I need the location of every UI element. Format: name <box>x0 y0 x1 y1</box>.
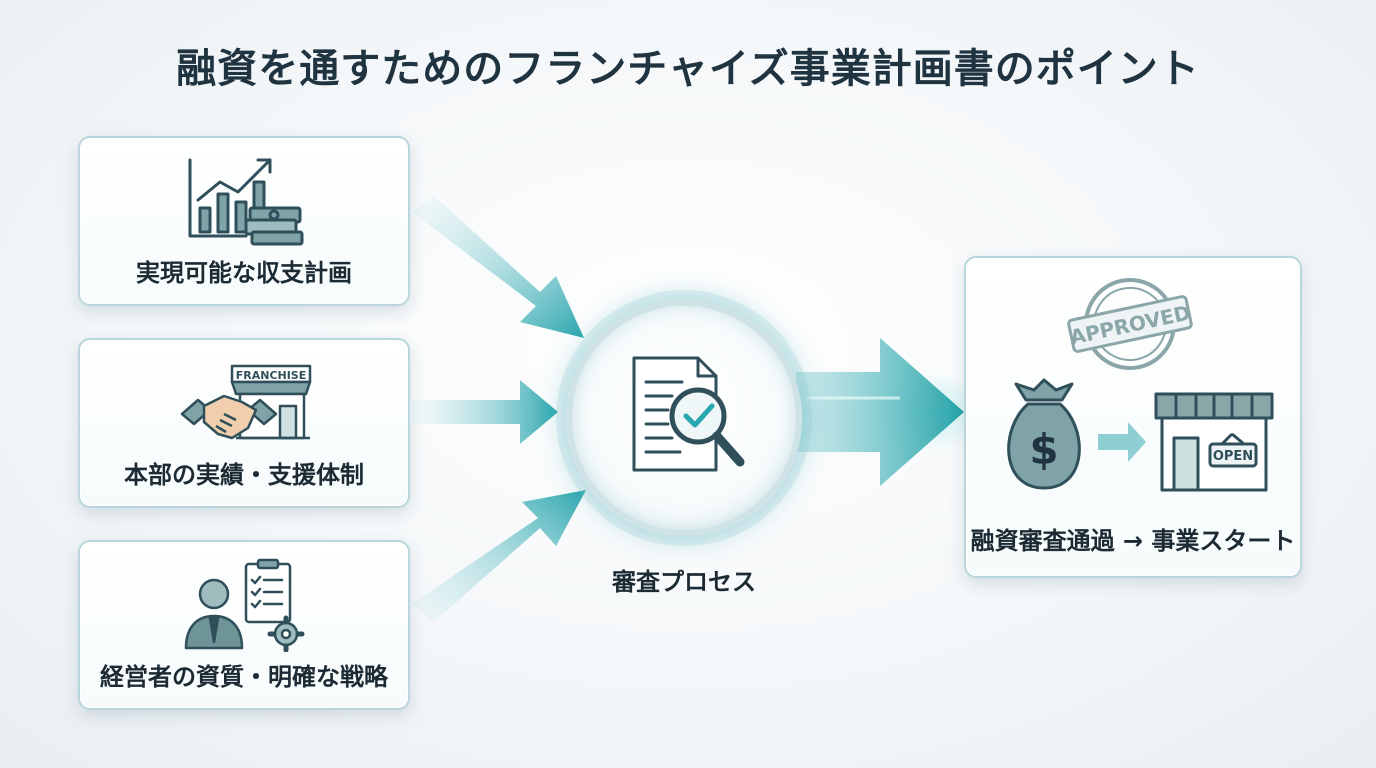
page-title: 融資を通すためのフランチャイズ事業計画書のポイント <box>176 46 1200 92</box>
store-icon: OPEN <box>1154 392 1274 492</box>
businessman-checklist-gear-icon <box>184 558 305 652</box>
review-process-label: 審査プロセス <box>612 568 756 596</box>
open-sign-text: OPEN <box>1213 449 1253 464</box>
card-loan-approved: APPROVED $ OPEN 融資審査通過 → 事業スタート <box>964 256 1302 578</box>
card-label-headquarters-support: 本部の実績・支援体制 <box>124 461 364 489</box>
card-label-financial-plan: 実現可能な収支計画 <box>136 259 352 287</box>
money-bag-icon: $ <box>1007 378 1081 490</box>
arrow-middle <box>412 380 558 444</box>
review-process-circle <box>566 300 802 536</box>
card-management-strategy: 経営者の資質・明確な戦略 <box>78 540 410 710</box>
card-label-loan-approved: 融資審査通過 → 事業スタート <box>970 527 1296 555</box>
card-financial-plan: 実現可能な収支計画 <box>78 136 410 306</box>
arrow-bottom <box>412 490 586 622</box>
approval-illustration: APPROVED $ OPEN <box>1007 278 1274 492</box>
franchise-sign-text: FRANCHISE <box>236 369 307 382</box>
approved-stamp: APPROVED <box>1067 278 1193 370</box>
arrow-right-icon <box>1098 422 1146 462</box>
growth-chart-money-icon <box>188 158 304 246</box>
svg-text:$: $ <box>1029 425 1058 474</box>
arrow-top <box>412 196 584 338</box>
document-magnifier-check-icon <box>632 356 745 472</box>
arrow-to-result <box>796 338 990 486</box>
card-headquarters-support: FRANCHISE 本部の実績・支援体制 <box>78 338 410 508</box>
handshake-franchise-store-icon: FRANCHISE <box>180 364 312 440</box>
card-label-management-strategy: 経営者の資質・明確な戦略 <box>100 663 388 691</box>
